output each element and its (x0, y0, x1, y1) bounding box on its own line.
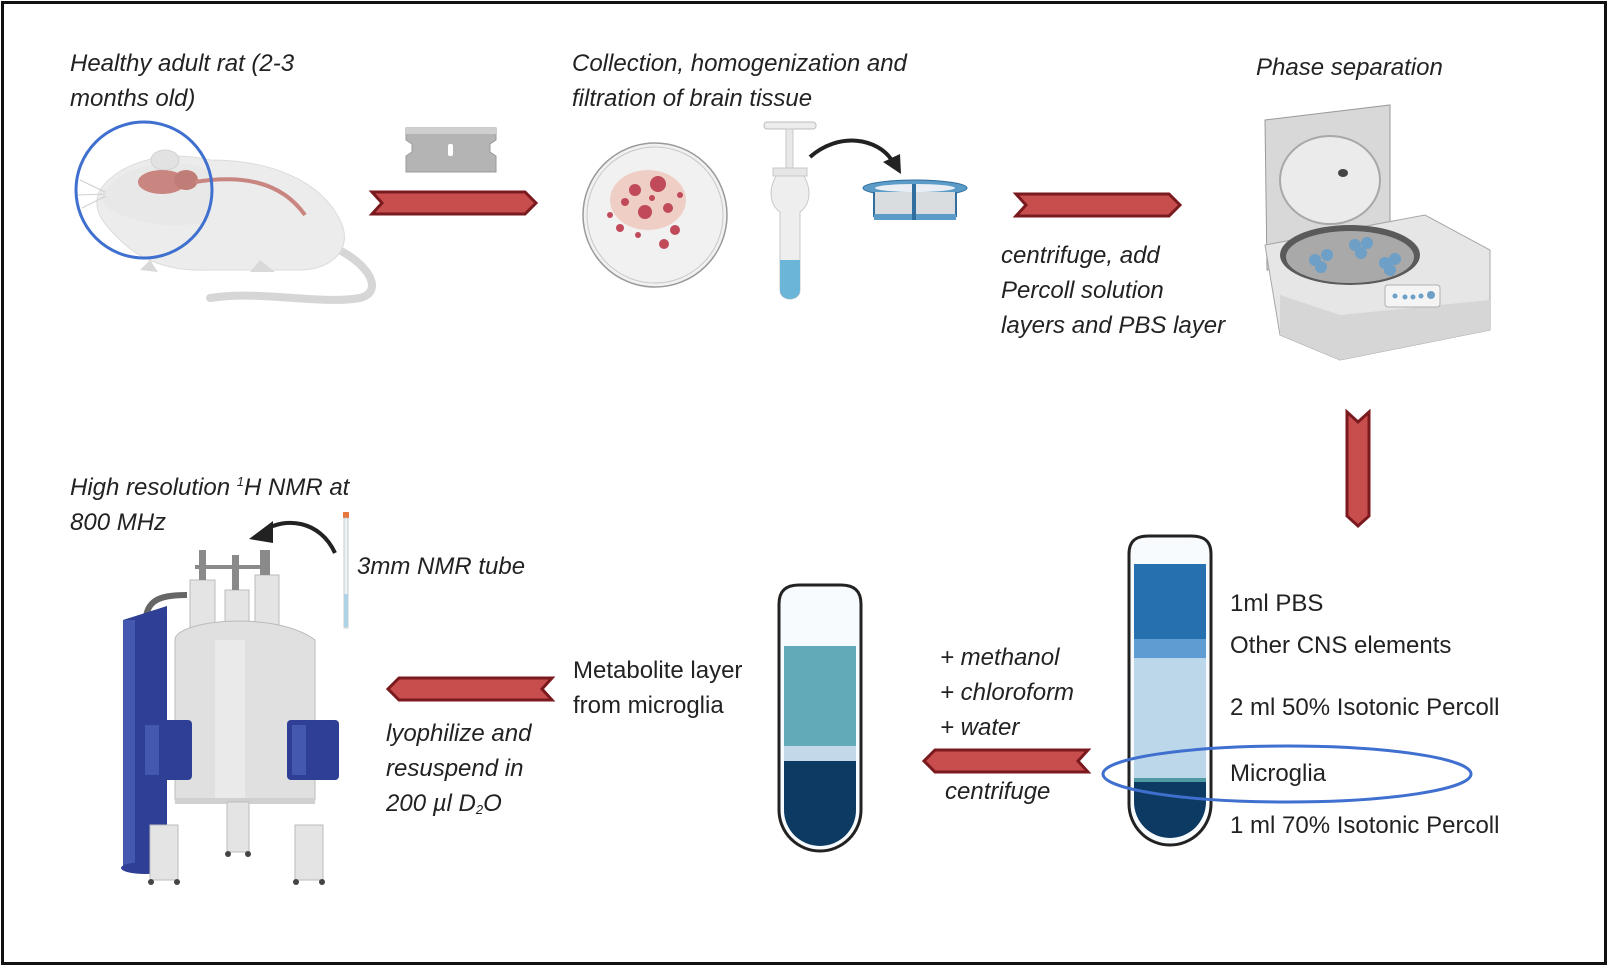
rat-label-line2: months old) (70, 85, 196, 112)
rat-spinal-cord (194, 177, 307, 217)
insert-arrow-icon (249, 520, 337, 554)
centrifuge-step-line3: layers and PBS layer (1001, 312, 1226, 339)
process-arrow-down (1345, 408, 1371, 529)
cell-strainer-icon (862, 179, 968, 220)
superscript-1: 1 (236, 474, 244, 489)
organic-layer (784, 761, 856, 846)
lyophilize-line2: resuspend in (386, 755, 524, 782)
reagent-water: + water (940, 714, 1020, 741)
tissue-label-line1: Collection, homogenization and (572, 50, 907, 77)
metabolite-label-line1: Metabolite layer (573, 657, 743, 684)
extraction-centrifuge-label: centrifuge (945, 778, 1051, 805)
brain-highlight-ring (74, 120, 214, 260)
tissue-label-line2: filtration of brain tissue (572, 85, 813, 112)
nmr-label-line2: 800 MHz (70, 509, 167, 536)
reagent-chloroform: + chloroform (940, 679, 1075, 706)
metabolite-label: Metabolite layer from microglia (573, 653, 742, 723)
nmr-suffix: H NMR at (244, 474, 350, 501)
rat-tail (206, 236, 376, 304)
metabolite-label-line2: from microglia (573, 692, 724, 719)
layer-label-percoll-70: 1 ml 70% Isotonic Percoll (1230, 812, 1500, 839)
reagent-methanol: + methanol (940, 644, 1060, 671)
rat-icon (74, 120, 376, 304)
rat-whiskers (77, 179, 107, 209)
layer-label-microglia: Microglia (1230, 760, 1327, 787)
process-arrow-left (385, 676, 556, 702)
extraction-reagents: + methanol + chloroform + water (940, 640, 1074, 745)
lyophilize-line3: 200 µl D2O (386, 786, 531, 827)
extraction-tube (777, 583, 863, 853)
nmr-label: High resolution 1H NMR at 800 MHz (70, 464, 349, 540)
nmr-prefix: High resolution (70, 474, 237, 501)
metabolite-layer (784, 646, 856, 746)
subscript-2: 2 (475, 802, 484, 817)
razor-blade-icon (405, 127, 497, 173)
nmr-tube-icon (343, 512, 349, 629)
percoll-gradient-tube (1127, 534, 1213, 847)
layer-label-cns: Other CNS elements (1230, 632, 1452, 659)
process-arrow-right (368, 190, 539, 216)
interphase-layer (784, 746, 856, 761)
centrifuge-step-line1: centrifuge, add (1001, 242, 1160, 269)
pbs-layer (1134, 564, 1206, 639)
nmr-label-line1: High resolution 1H NMR at (70, 464, 349, 505)
lyophilize-line1: lyophilize and (386, 720, 532, 747)
rat-label-line1: Healthy adult rat (2-3 (70, 50, 295, 77)
rat-cerebellum (174, 170, 198, 190)
rat-ear (150, 149, 180, 171)
lyophilize-o: O (483, 790, 502, 817)
nmr-spectrometer-icon (121, 550, 339, 885)
centrifuge-step-label: centrifuge, add Percoll solution layers … (1001, 238, 1225, 343)
cns-layer (1134, 639, 1206, 658)
phase-separation-label: Phase separation (1256, 54, 1443, 81)
lyophilize-label: lyophilize and resuspend in 200 µl D2O (386, 716, 531, 827)
rat-brain (138, 170, 186, 194)
nmr-tube-label: 3mm NMR tube (357, 553, 526, 580)
process-arrow-left (921, 748, 1092, 774)
lyophilize-volume: 200 µl D (386, 790, 476, 817)
rat-label: Healthy adult rat (2-3 months old) (70, 46, 294, 116)
rat-leg (140, 260, 158, 272)
rat-leg (250, 260, 275, 272)
microglia-highlight-ring (1101, 744, 1473, 804)
percoll-50-layer (1134, 658, 1206, 778)
transfer-arrow-icon (808, 138, 901, 174)
layer-label-pbs: 1ml PBS (1230, 590, 1324, 617)
centrifuge-icon (1264, 104, 1491, 361)
tissue-label: Collection, homogenization and filtratio… (572, 46, 907, 116)
process-arrow-right (1012, 192, 1183, 218)
microglia-band (1134, 778, 1206, 782)
homogenizer-icon (763, 121, 817, 300)
centrifuge-step-line2: Percoll solution (1001, 277, 1164, 304)
petri-dish-icon (582, 142, 728, 288)
layer-label-percoll-50: 2 ml 50% Isotonic Percoll (1230, 694, 1500, 721)
